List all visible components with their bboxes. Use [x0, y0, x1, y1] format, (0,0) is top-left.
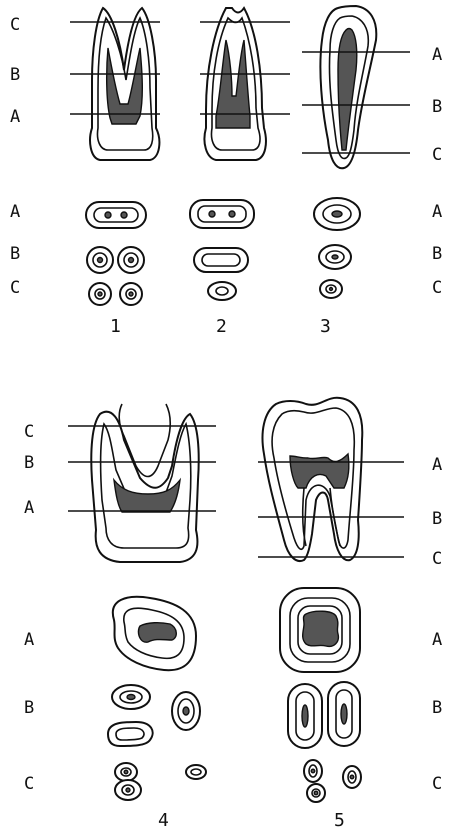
figure-3-section-c — [320, 280, 342, 298]
figure-2-section-b — [194, 248, 248, 272]
top-sections-left-label-a: A — [10, 202, 20, 222]
top-sections-right-label-a: A — [432, 202, 442, 222]
figure-2-tooth-longitudinal — [200, 8, 290, 160]
figure-1-tooth-outline — [90, 8, 159, 160]
figure-1-section-a — [86, 202, 146, 228]
figure-4-section-a — [113, 597, 196, 670]
bottom-sections-right-label-c: C — [432, 774, 442, 794]
figure-1-label-a: A — [10, 107, 20, 127]
figure-3-label-c: C — [432, 145, 442, 165]
figure-5-section-c — [304, 760, 361, 802]
figure-5-tooth-longitudinal — [258, 398, 404, 561]
figure-3-label-b: B — [432, 97, 442, 117]
figure-4-label-a: A — [24, 498, 34, 518]
figure-5-number: 5 — [334, 810, 345, 831]
figure-1-number: 1 — [110, 316, 121, 337]
figure-4-section-c — [115, 763, 206, 800]
figure-1-tooth-longitudinal — [70, 8, 160, 160]
figure-1-label-b: B — [10, 65, 20, 85]
figure-4-label-b: B — [24, 453, 34, 473]
figure-5-label-a: A — [432, 455, 442, 475]
figure-3-section-b — [319, 245, 351, 269]
figure-1-section-c — [89, 283, 142, 305]
figure-4-label-c: C — [24, 422, 34, 442]
figure-4-tooth-longitudinal — [68, 404, 216, 562]
figure-4-section-b — [108, 685, 200, 746]
figure-3-tooth-longitudinal — [302, 6, 410, 168]
top-sections-right-label-c: C — [432, 278, 442, 298]
figure-2-section-c — [208, 282, 236, 300]
figure-5-label-c: C — [432, 549, 442, 569]
figure-4-number: 4 — [158, 810, 169, 831]
bottom-sections-left-label-a: A — [24, 630, 34, 650]
figure-2-section-a — [190, 200, 254, 228]
figure-1-label-c: C — [10, 15, 20, 35]
figure-1-section-b — [87, 247, 144, 273]
figure-3-section-a — [314, 198, 360, 230]
figure-3-number: 3 — [320, 316, 331, 337]
figure-5-label-b: B — [432, 509, 442, 529]
top-sections-left-label-c: C — [10, 278, 20, 298]
top-sections-right-label-b: B — [432, 244, 442, 264]
bottom-sections-right-label-a: A — [432, 630, 442, 650]
bottom-sections-left-label-c: C — [24, 774, 34, 794]
top-sections-left-label-b: B — [10, 244, 20, 264]
figure-5-section-a — [280, 588, 360, 672]
bottom-sections-right-label-b: B — [432, 698, 442, 718]
figure-5-section-b — [288, 682, 360, 748]
figure-2-number: 2 — [216, 316, 227, 337]
bottom-sections-left-label-b: B — [24, 698, 34, 718]
figure-3-label-a: A — [432, 45, 442, 65]
